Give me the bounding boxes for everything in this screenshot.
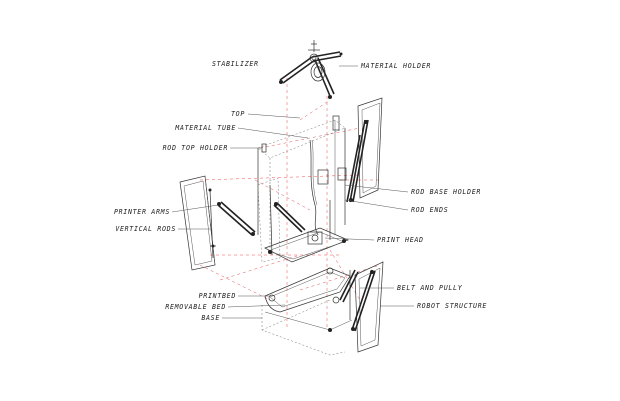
inner-panel xyxy=(257,177,281,263)
label-robot-structure: ROBOT STRUCTURE xyxy=(417,302,488,310)
print-head xyxy=(264,200,349,263)
label-belt-and-pully: BELT AND PULLY xyxy=(397,284,463,292)
printer-arms xyxy=(217,201,306,236)
label-base: BASE xyxy=(201,314,220,322)
label-material-tube: MATERIAL TUBE xyxy=(175,124,236,132)
robot-structure-panel xyxy=(351,261,384,353)
label-printbed: PRINTBED xyxy=(198,292,236,300)
explosion-lines xyxy=(199,78,381,330)
material-holder-assembly xyxy=(279,40,343,99)
label-material-holder: MATERIAL HOLDER xyxy=(361,62,432,70)
label-printer-arms: PRINTER ARMS xyxy=(113,208,170,216)
label-rod-ends: ROD ENDS xyxy=(411,206,449,214)
right-upright-panel xyxy=(346,97,383,203)
leader-lines xyxy=(171,65,414,319)
label-rod-top-holder: ROD TOP HOLDER xyxy=(162,144,228,152)
label-removable-bed: REMOVABLE BED xyxy=(165,303,226,311)
left-upright-panel xyxy=(179,175,216,271)
label-stabilizer: STABILIZER xyxy=(212,60,259,68)
label-print-head: PRINT HEAD xyxy=(377,236,424,244)
label-vertical-rods: VERTICAL RODS xyxy=(115,225,176,233)
label-rod-base-holder: ROD BASE HOLDER xyxy=(411,188,482,196)
printbed-assembly xyxy=(261,267,359,356)
label-top: TOP xyxy=(230,110,245,118)
